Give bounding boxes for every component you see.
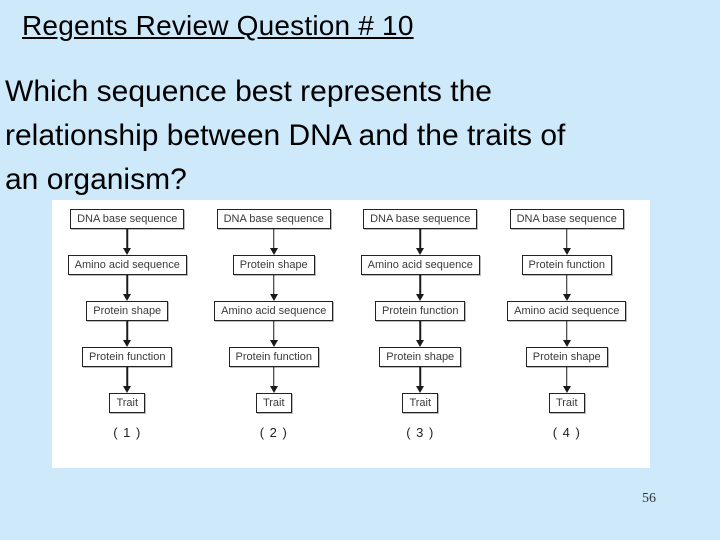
arrow-down-icon (562, 321, 571, 347)
flow-box: Protein function (375, 301, 466, 321)
flow-box: Amino acid sequence (67, 255, 187, 275)
answer-choice-label: ( 1 ) (113, 425, 142, 440)
arrow-down-icon (416, 321, 425, 347)
sequence-column-3: DNA base sequence Amino acid sequence Pr… (347, 209, 494, 468)
flow-box: Protein shape (86, 301, 169, 321)
flow-box: DNA base sequence (70, 209, 185, 229)
flow-box: Protein shape (379, 347, 462, 367)
answer-choice-label: ( 4 ) (552, 425, 581, 440)
flow-box: Protein function (82, 347, 173, 367)
flow-box: Protein shape (232, 255, 315, 275)
flow-box: Trait (255, 393, 292, 413)
sequence-column-4: DNA base sequence Protein function Amino… (494, 209, 641, 468)
question-text: Which sequence best represents the relat… (5, 70, 717, 202)
sequence-column-1: DNA base sequence Amino acid sequence Pr… (54, 209, 201, 468)
arrow-down-icon (123, 275, 132, 301)
arrow-down-icon (123, 367, 132, 393)
arrow-down-icon (562, 275, 571, 301)
flow-box: Trait (548, 393, 585, 413)
arrow-down-icon (123, 229, 132, 255)
diagram-panel: DNA base sequence Amino acid sequence Pr… (52, 200, 650, 468)
arrow-down-icon (269, 229, 278, 255)
flow-box: Amino acid sequence (214, 301, 334, 321)
flow-box: Protein shape (525, 347, 608, 367)
arrow-down-icon (562, 367, 571, 393)
arrow-down-icon (123, 321, 132, 347)
arrow-down-icon (562, 229, 571, 255)
question-line-2: relationship between DNA and the traits … (5, 119, 566, 152)
question-line-1: Which sequence best represents the (5, 75, 492, 108)
flow-box: DNA base sequence (363, 209, 478, 229)
flow-box: Protein function (521, 255, 612, 275)
arrow-down-icon (416, 367, 425, 393)
arrow-down-icon (269, 275, 278, 301)
page-number: 56 (642, 491, 656, 506)
arrow-down-icon (269, 367, 278, 393)
arrow-down-icon (416, 275, 425, 301)
question-line-3: an organism? (5, 163, 187, 196)
sequence-column-2: DNA base sequence Protein shape Amino ac… (201, 209, 348, 468)
flow-box: Amino acid sequence (507, 301, 627, 321)
answer-choice-label: ( 3 ) (406, 425, 435, 440)
flow-box: Trait (109, 393, 146, 413)
flow-box: Protein function (228, 347, 319, 367)
answer-choice-label: ( 2 ) (259, 425, 288, 440)
flow-box: Trait (402, 393, 439, 413)
flow-box: Amino acid sequence (360, 255, 480, 275)
arrow-down-icon (269, 321, 278, 347)
flow-box: DNA base sequence (216, 209, 331, 229)
slide-title: Regents Review Question # 10 (22, 10, 414, 41)
flow-box: DNA base sequence (509, 209, 624, 229)
arrow-down-icon (416, 229, 425, 255)
